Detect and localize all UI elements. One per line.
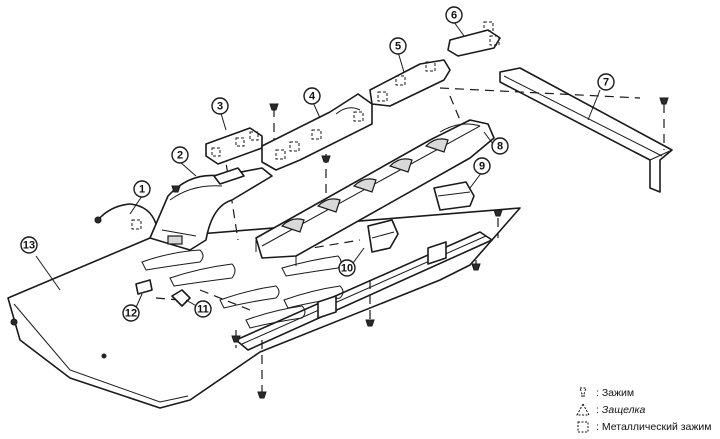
legend-label-metal-clip: Металлический зажим (601, 420, 712, 433)
overhead-console-rail (255, 119, 495, 266)
callout-circle (491, 137, 509, 155)
callout-number: 13 (23, 240, 35, 252)
callout-7: 7 (597, 73, 615, 91)
callout-number: 3 (217, 101, 223, 113)
callout-circle (133, 180, 151, 198)
callout-number: 10 (341, 263, 353, 275)
trim-panel-5 (369, 59, 451, 107)
callout-number: 1 (139, 184, 145, 196)
legend-item-latch: :Защелка (572, 401, 718, 418)
legend: : Зажим :Защелка :Металлический зажим (572, 384, 718, 435)
callout-13: 13 (20, 236, 38, 254)
callout-number: 8 (497, 141, 503, 153)
legend-label-clip: : Зажим (596, 386, 635, 399)
callout-1: 1 (133, 180, 151, 198)
callout-number: 4 (309, 91, 316, 103)
callout-10: 10 (338, 259, 356, 277)
bracket-9 (433, 181, 475, 211)
clip-icon (579, 387, 587, 396)
lamp-wire-1 (94, 203, 157, 230)
callout-number: 12 (125, 308, 137, 320)
headliner-panel (7, 207, 521, 409)
callout-number: 7 (603, 77, 609, 89)
latch-icon (576, 402, 590, 415)
clip-12 (135, 279, 153, 295)
bracket-10 (367, 219, 399, 253)
callout-circle (171, 146, 189, 164)
callout-circle (338, 259, 356, 277)
callout-4: 4 (303, 87, 321, 105)
callout-12: 12 (122, 304, 140, 322)
callout-11: 11 (194, 300, 212, 318)
callout-6: 6 (445, 6, 463, 24)
callout-number: 2 (177, 150, 183, 162)
callout-number: 6 (451, 10, 457, 22)
trim-panel-4 (261, 93, 373, 171)
callout-number: 11 (197, 304, 209, 316)
callout-circle (597, 73, 615, 91)
callout-number: 9 (479, 161, 485, 173)
hook-11 (171, 289, 191, 307)
pillar-trim (149, 167, 273, 251)
callout-circle (303, 87, 321, 105)
callout-number: 5 (395, 41, 401, 53)
trim-panel-3 (205, 127, 263, 165)
callout-circle (211, 97, 229, 115)
side-rail (499, 67, 673, 193)
legend-item-clip: : Зажим (572, 384, 718, 401)
lower-rail (235, 231, 493, 351)
callout-3: 3 (211, 97, 229, 115)
trim-panel-6 (447, 21, 501, 57)
callout-8: 8 (491, 137, 509, 155)
legend-item-metal-clip: :Металлический зажим (572, 418, 718, 435)
callout-circle (122, 304, 140, 322)
callout-circle (473, 157, 491, 175)
legend-label-latch: Защелка (601, 403, 646, 416)
callout-circle (389, 37, 407, 55)
callout-9: 9 (473, 157, 491, 175)
metal-clip-icon (577, 421, 589, 432)
callout-5: 5 (389, 37, 407, 55)
callout-2: 2 (171, 146, 189, 164)
callout-circle (445, 6, 463, 24)
clips (171, 103, 503, 399)
callout-circle (20, 236, 38, 254)
callout-circle (194, 300, 212, 318)
